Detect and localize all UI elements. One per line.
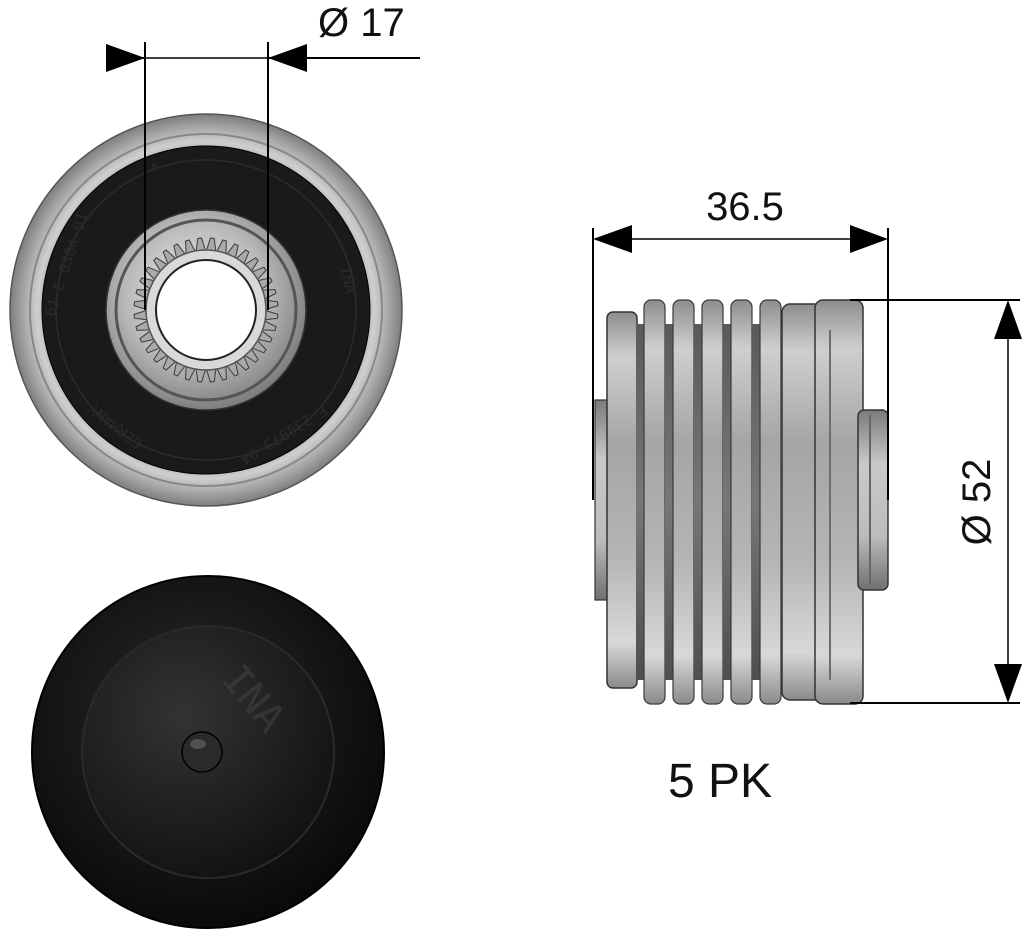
poly-v-rib (643, 299, 666, 705)
outer-diameter-dimension: Ø 52 (850, 299, 1022, 704)
pulley-side-view (594, 299, 889, 705)
width-dimension: 36.5 (592, 185, 889, 500)
svg-text:INA: INA (336, 265, 359, 295)
bore-diameter-label: Ø 17 (318, 1, 405, 45)
rib-groove (723, 324, 733, 680)
bore-dimension: Ø 17 (106, 1, 420, 310)
poly-v-rib (730, 299, 753, 705)
rib-groove (752, 324, 762, 680)
profile-label: 5 PK (668, 755, 772, 808)
poly-v-ribs (636, 299, 791, 705)
cap-center-nub (181, 731, 223, 773)
side-shaft-stub (857, 409, 889, 591)
outer-diameter-label: Ø 52 (955, 459, 999, 546)
poly-v-rib (701, 299, 724, 705)
poly-v-rib (672, 299, 695, 705)
brand-text: INA (336, 265, 359, 295)
pulley-front-view: 61 E 0304 01 * INA F-239973.04 GERMANY (9, 113, 403, 507)
rib-groove (694, 324, 704, 680)
rib-groove (665, 324, 675, 680)
pulley-back-cap-view: INA (31, 575, 385, 929)
width-label: 36.5 (706, 185, 784, 229)
star-mark: * (149, 159, 160, 178)
side-left-flange (606, 311, 638, 689)
poly-v-rib (759, 299, 782, 705)
svg-text:*: * (149, 159, 160, 178)
rib-groove (636, 324, 646, 680)
pulley-bore (155, 259, 257, 361)
